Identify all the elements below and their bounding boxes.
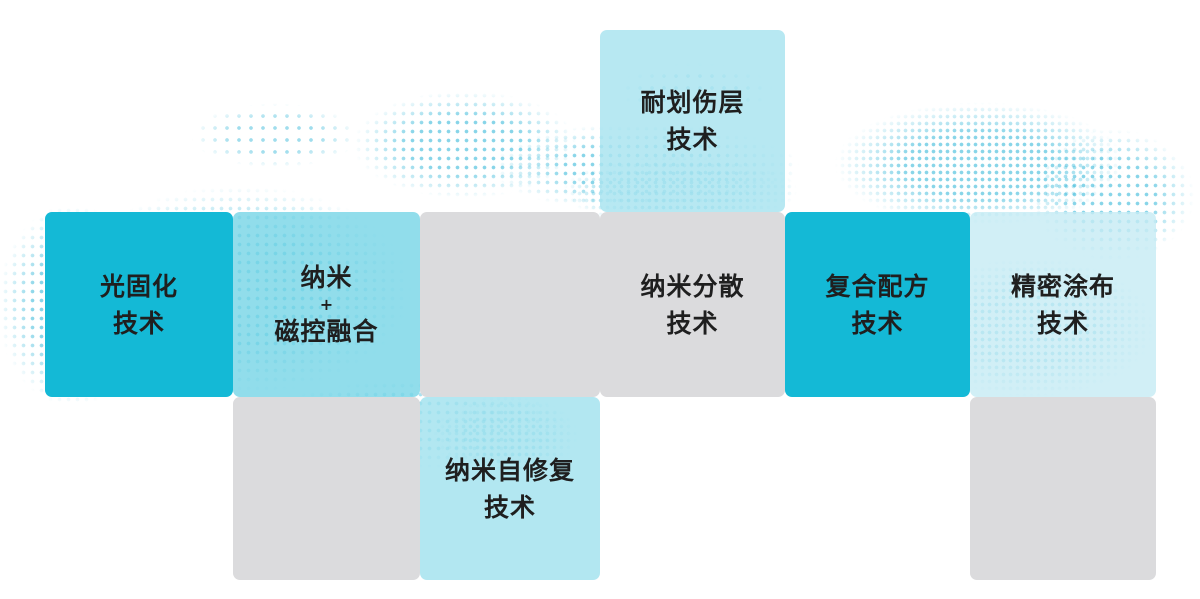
tile-label: 纳米分散 — [640, 271, 745, 301]
tile-label: 耐划伤层 — [640, 88, 745, 117]
tile-empty-3 — [970, 397, 1156, 580]
plus-sign: + — [319, 295, 334, 314]
tile-label: 技术 — [483, 492, 536, 522]
tile-empty-2 — [233, 397, 420, 580]
tile-label: 复合配方 — [825, 271, 930, 301]
tile-label: 技术 — [112, 308, 165, 338]
tile-uv-curing-tech: 光固化 技术 — [45, 212, 233, 397]
tile-empty-1 — [420, 212, 600, 397]
tile-label: 纳米自修复 — [444, 455, 575, 485]
world-map-dots — [345, 82, 585, 207]
tile-label: 光固化 — [99, 271, 178, 301]
tile-label: 技术 — [1036, 308, 1089, 338]
tile-nano-self-healing-tech: 纳米自修复 技术 — [420, 397, 600, 580]
tile-nano-dispersion-tech: 纳米分散 技术 — [600, 212, 785, 397]
tile-label: 磁控融合 — [274, 317, 379, 346]
tile-label: 技术 — [851, 308, 904, 338]
tile-scratch-resistant-tech: 耐划伤层 技术 — [600, 30, 785, 212]
tile-label: 技术 — [666, 125, 719, 154]
tile-label: 纳米 — [300, 263, 353, 292]
tile-composite-formula-tech: 复合配方 技术 — [785, 212, 970, 397]
tile-precision-coating-tech: 精密涂布 技术 — [970, 212, 1156, 397]
world-map-dots — [185, 98, 365, 173]
tile-nano-magnetron-fusion: 纳米 + 磁控融合 — [233, 212, 420, 397]
tile-label: 精密涂布 — [1010, 271, 1115, 301]
tile-label: 技术 — [666, 308, 719, 338]
